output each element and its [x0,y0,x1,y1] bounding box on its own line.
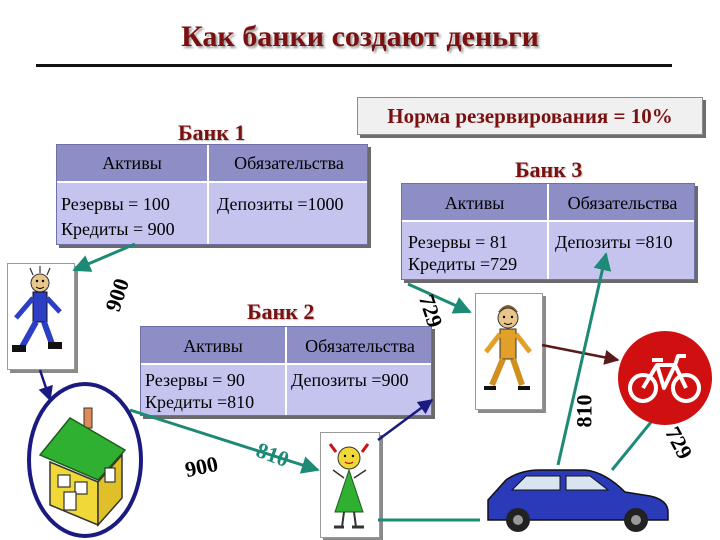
borrower-man-icon [12,266,62,352]
bank1-title: Банк 1 [178,120,246,145]
bank3-header-divider [402,220,694,222]
bank2-header-divider [141,363,431,365]
bank1-header-divider [57,181,367,183]
reserve-ratio-box: Норма резервирования = 10% [357,97,703,135]
bank1-header-row [57,145,367,181]
bank2-divider [285,327,287,415]
deposit-arrow-bank3 [556,252,612,466]
worker-man-icon [484,305,532,390]
bank1-divider [207,145,209,244]
borrower-to-house-arrow [38,369,53,402]
girl-icon [328,443,370,529]
deposit-arrow-bank2 [377,398,434,442]
bank1-loans: Кредиты = 900 [61,219,175,239]
house-icon [27,382,143,538]
bank3-balance-table: Активы Обязательства Резервы = 81 Кредит… [401,183,695,280]
bank2-assets-header: Активы [183,336,243,356]
bicycle-icon [618,331,712,425]
payment-arrow-810 [129,408,320,474]
bank2-balance-table: Активы Обязательства Резервы = 90 Кредит… [140,326,432,416]
page-title: Как банки создают деньги [181,20,539,53]
bank3-loans: Кредиты =729 [408,254,518,274]
bank3-liabilities-header: Обязательства [567,193,678,213]
bank3-divider [547,184,549,279]
bank1-balance-table: Активы Обязательства Резервы = 100 Креди… [56,144,368,245]
bank2-liabilities-header: Обязательства [305,336,415,356]
bank2-deposits: Депозиты =900 [291,370,409,390]
bank2-title: Банк 2 [247,299,315,324]
bank1-deposits: Депозиты =1000 [217,194,344,214]
loan-arrow-bank1 [72,242,136,272]
bank1-liabilities-header: Обязательства [234,153,344,173]
bank1-reserves: Резервы = 100 [61,194,170,214]
title-underline [36,64,672,67]
bank2-reserves: Резервы = 90 [145,370,245,390]
bank3-title: Банк 3 [515,157,583,182]
flow-label-810-deposit: 810 [571,394,597,428]
car-icon [487,469,669,532]
bank3-assets-header: Активы [444,193,505,213]
bank2-loans: Кредиты =810 [145,392,255,412]
loan-arrow-bank3 [407,282,472,314]
bank3-reserves: Резервы = 81 [408,232,508,252]
bank3-deposits: Депозиты =810 [555,232,673,252]
worker-to-bicycle-arrow [541,343,620,365]
bank1-assets-header: Активы [102,153,162,173]
